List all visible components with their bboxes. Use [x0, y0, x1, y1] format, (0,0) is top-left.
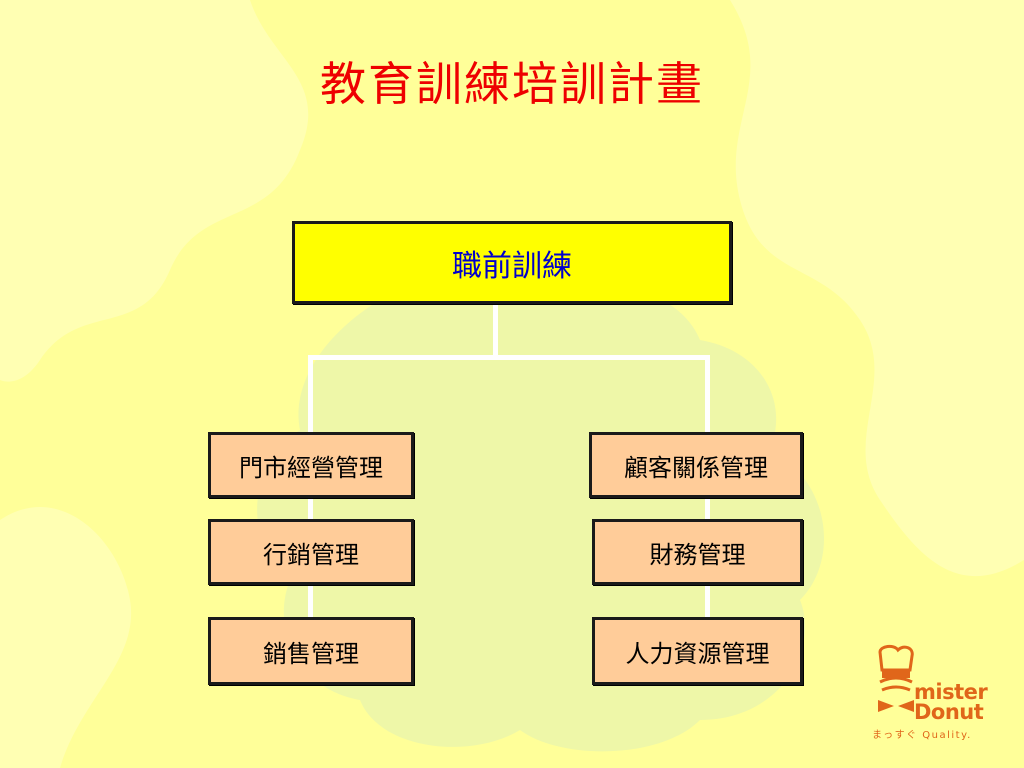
node-label: 行銷管理 [263, 540, 359, 569]
chef-mascot-icon [878, 644, 914, 712]
node-label: 財務管理 [649, 540, 746, 569]
root-node-label: 職前訓練 [452, 248, 572, 284]
root-node: 職前訓練 [292, 221, 732, 304]
logo-tagline: まっすぐ Quality. [872, 730, 972, 741]
page-title: 教育訓練培訓計畫 [320, 57, 704, 111]
mister-donut-logo: mister Donut まっすぐ Quality. [870, 642, 1000, 742]
node-store-management: 門市經營管理 [208, 432, 414, 498]
logo-word-donut: Donut [914, 700, 984, 724]
node-sales-management: 銷售管理 [208, 617, 414, 685]
background-blob-right [730, 0, 1024, 577]
connector-horizontal [308, 355, 710, 360]
node-label: 顧客關係管理 [624, 453, 768, 482]
node-label: 銷售管理 [263, 639, 359, 668]
node-customer-relations: 顧客關係管理 [589, 432, 803, 498]
node-finance-management: 財務管理 [592, 519, 803, 585]
logo-word-mister: mister [914, 680, 988, 704]
node-hr-management: 人力資源管理 [592, 617, 803, 685]
node-marketing-management: 行銷管理 [208, 519, 414, 585]
node-label: 人力資源管理 [625, 639, 770, 668]
node-label: 門市經營管理 [239, 453, 383, 482]
background-blob-left [0, 0, 309, 382]
background-blob-bottom-left [0, 507, 132, 768]
connector-root-stem [493, 304, 498, 358]
